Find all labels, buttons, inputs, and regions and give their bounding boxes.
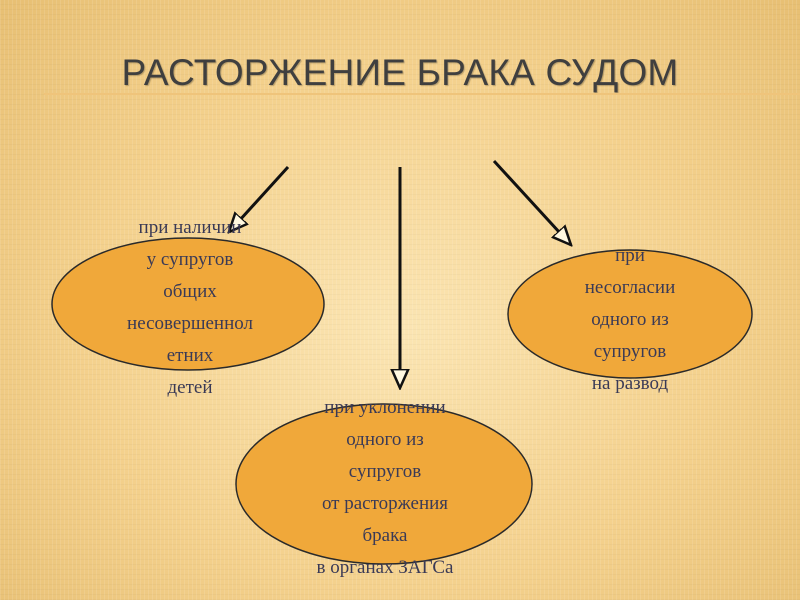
node-bottom-label: при уклонении одного из супругов от раст… — [260, 392, 510, 584]
node-bottom-line: в органах ЗАГСа — [316, 557, 454, 578]
node-right-line: несогласии — [584, 277, 676, 298]
ellipse-right — [507, 249, 753, 379]
node-right-line: одного из — [591, 309, 669, 330]
slide-title: РАСТОРЖЕНИЕ БРАКА СУДОМ — [121, 52, 679, 93]
arrow-to-left — [229, 165, 290, 232]
node-left-line: у супругов — [146, 249, 234, 270]
node-left-line: етних — [166, 345, 214, 366]
node-bottom-line: одного из — [346, 429, 424, 450]
node-right-line: супругов — [593, 341, 667, 362]
node-bottom-line: брака — [362, 525, 408, 546]
node-bottom-line: супругов — [348, 461, 422, 482]
node-bottom-line: при уклонении — [324, 397, 446, 418]
node-right-line: на развод — [591, 373, 669, 394]
node-right-label: при несогласии одного из супругов на раз… — [520, 240, 740, 400]
arrow-to-right — [492, 159, 571, 245]
title-underline — [44, 93, 800, 95]
node-left-line: несовершеннол — [127, 313, 253, 334]
ellipse-left — [51, 237, 325, 371]
node-bottom-line: от расторжения — [321, 493, 449, 514]
node-left-line: при наличии — [138, 217, 242, 238]
node-left-line: общих — [163, 281, 217, 302]
node-left-line: детей — [167, 377, 213, 398]
node-right-line: при — [615, 245, 645, 266]
node-left-label: при наличии у супругов общих несовершенн… — [80, 212, 300, 404]
ellipse-bottom — [235, 403, 533, 565]
